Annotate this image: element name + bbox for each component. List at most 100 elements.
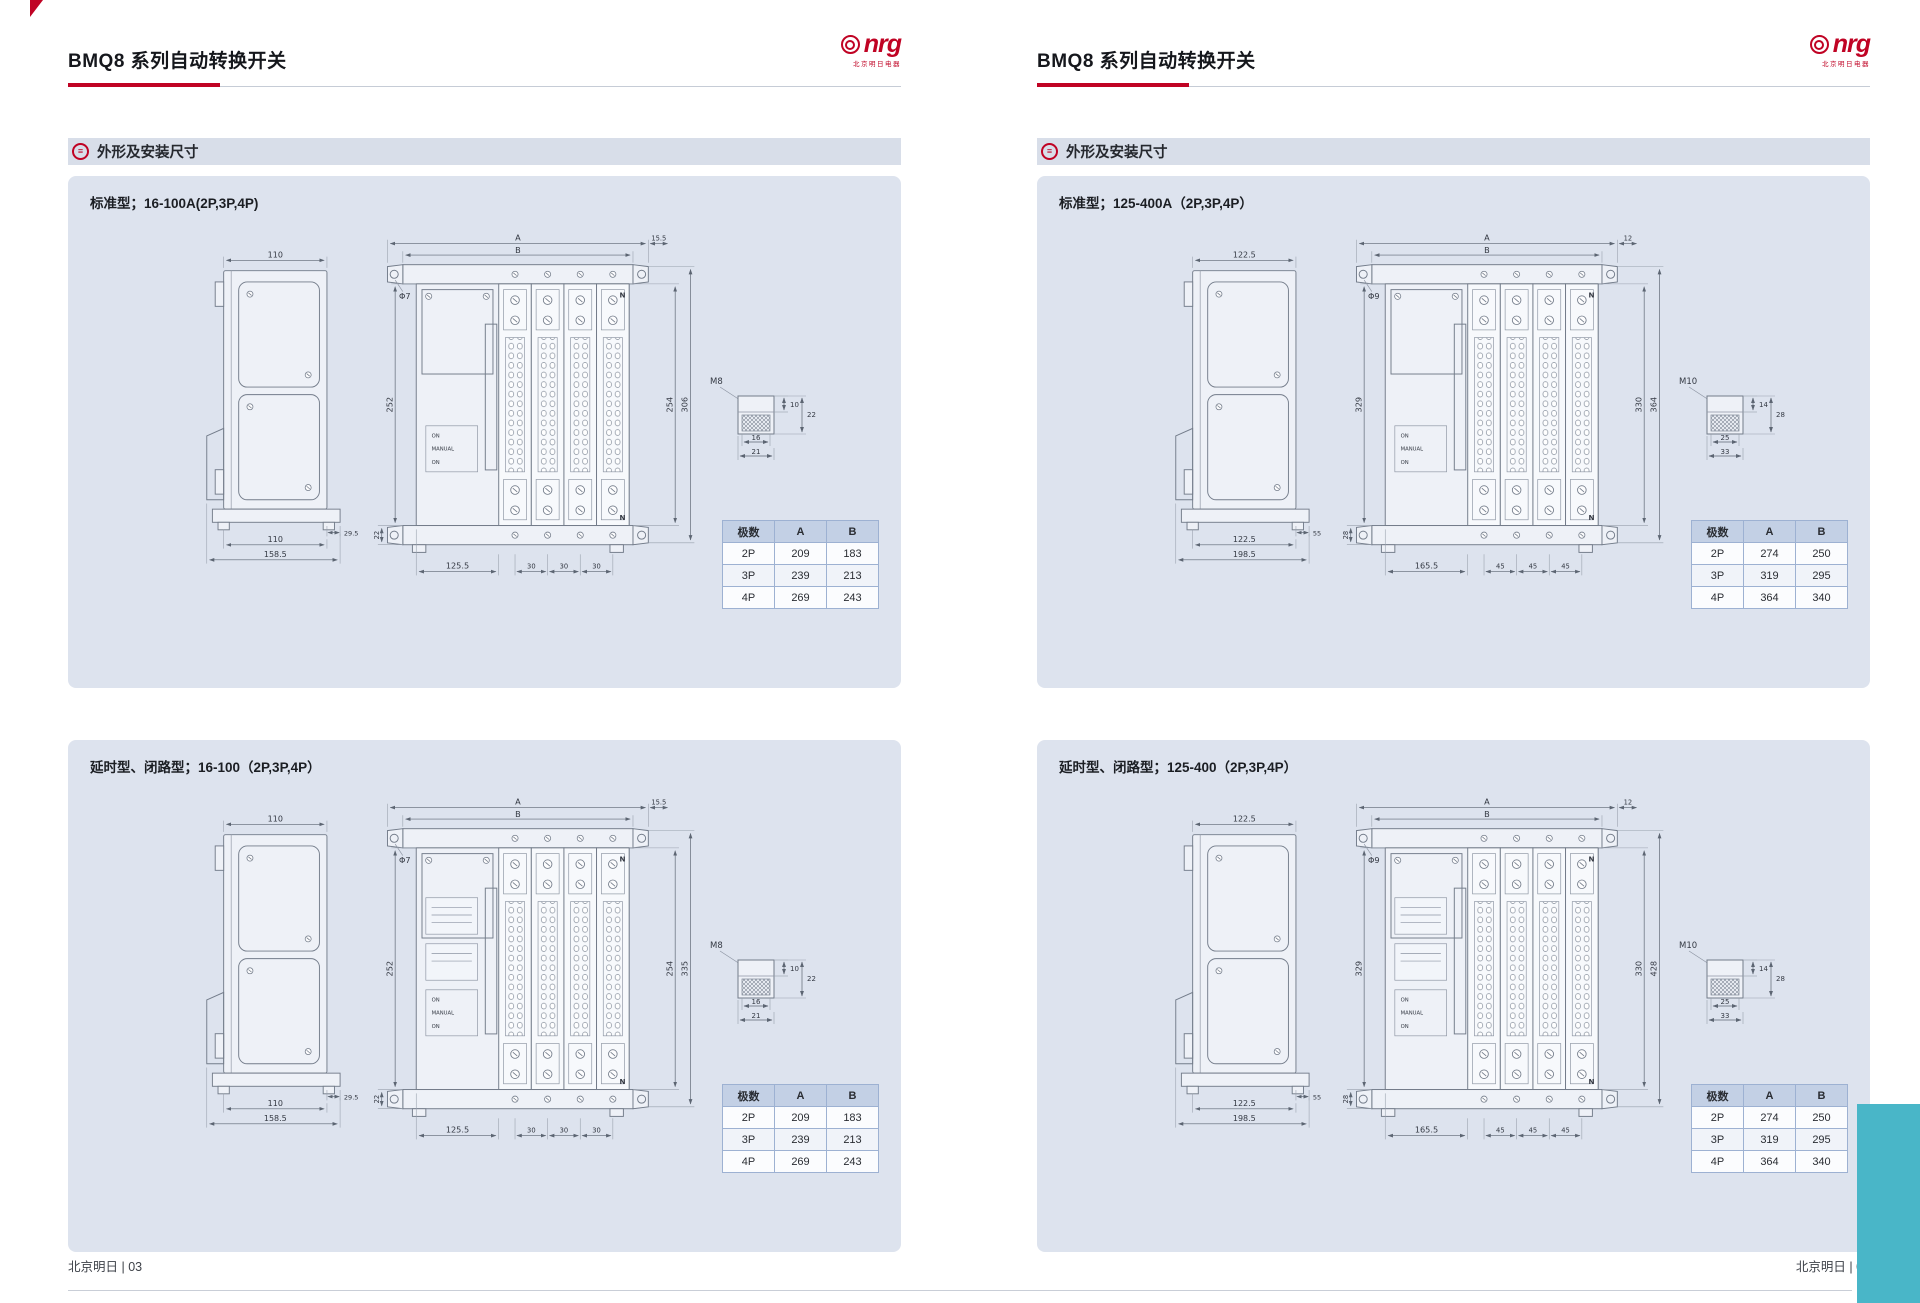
table-cell: 269 <box>774 1150 827 1173</box>
dimension-table: 极数 A B 2P 209 183 3P 239 213 4P 269 243 <box>722 1084 879 1173</box>
dim-label: 122.5 <box>1233 1099 1256 1108</box>
dim-label: 30 <box>592 1127 601 1135</box>
dim-label: 22 <box>807 411 816 419</box>
dim-label: 330 <box>1633 397 1643 413</box>
on-label: ON <box>1401 1024 1409 1030</box>
logo-mark-icon <box>1809 35 1829 54</box>
manual-label: MANUAL <box>432 1011 455 1017</box>
table-cell: 269 <box>774 586 827 609</box>
dim-label: 252 <box>384 961 394 977</box>
table-header-a: A <box>774 520 827 543</box>
neutral-label: N <box>1589 513 1595 522</box>
table-cell: 340 <box>1795 586 1848 609</box>
dim-label: 30 <box>560 1127 569 1135</box>
table-cell: 209 <box>774 1106 827 1129</box>
dim-label: 125.5 <box>446 1125 469 1135</box>
section-header: ≡ 外形及安装尺寸 <box>68 138 901 165</box>
neutral-label: N <box>1589 854 1595 863</box>
edge-color-bar <box>1857 1104 1920 1303</box>
panel-title: 延时型、闭路型；16-100（2P,3P,4P） <box>90 760 321 775</box>
on-label: ON <box>432 1024 440 1030</box>
table-cell: 3P <box>722 1128 775 1151</box>
dim-label: 125.5 <box>446 561 469 571</box>
panel-title: 延时型、闭路型；125-400（2P,3P,4P） <box>1059 760 1298 775</box>
on-label: ON <box>1401 460 1409 466</box>
dim-label: 306 <box>680 397 690 413</box>
dim-label: 364 <box>1649 397 1659 413</box>
dim-label: 28 <box>1776 975 1785 983</box>
dim-label: 165.5 <box>1415 561 1438 571</box>
thread-label: M10 <box>1679 941 1697 951</box>
table-header-b: B <box>826 1084 879 1107</box>
dim-label-b: B <box>515 245 521 255</box>
dim-label: 16 <box>752 998 761 1006</box>
front-view-drawing: A B 12 Φ9 ON MANUAL ON N N <box>1342 797 1664 1140</box>
terminal-detail-drawing: M8 10 22 16 21 <box>710 377 816 460</box>
table-cell: 4P <box>1691 1150 1744 1173</box>
table-cell: 3P <box>722 564 775 587</box>
table-row: 4P 364 340 <box>1691 1150 1848 1173</box>
table-row: 2P 274 250 <box>1691 542 1848 565</box>
table-row: 4P 269 243 <box>722 1150 879 1173</box>
dim-label-a: A <box>1484 797 1490 807</box>
table-cell: 4P <box>722 1150 775 1173</box>
dim-label: 45 <box>1496 1127 1505 1135</box>
header-rule-accent <box>68 83 220 87</box>
dim-label: 329 <box>1353 397 1363 413</box>
dim-label: 45 <box>1561 1127 1570 1135</box>
brand-logo: nrg 北京明日电器 <box>1809 30 1871 68</box>
logo-subtext: 北京明日电器 <box>853 61 901 68</box>
section-title: 外形及安装尺寸 <box>97 145 199 161</box>
terminal-detail-drawing: M10 14 28 25 33 <box>1679 377 1785 460</box>
table-row: 3P 319 295 <box>1691 564 1848 587</box>
table-cell: 295 <box>1795 564 1848 587</box>
hole-label: Φ7 <box>399 855 411 865</box>
table-cell: 209 <box>774 542 827 565</box>
table-row: 2P 274 250 <box>1691 1106 1848 1129</box>
logo-mark-icon <box>840 35 860 54</box>
table-cell: 2P <box>1691 1106 1744 1129</box>
dim-label: 29.5 <box>344 529 359 537</box>
table-cell: 319 <box>1743 1128 1796 1151</box>
dim-label: 254 <box>664 397 674 413</box>
dim-label: 110 <box>268 251 283 260</box>
table-cell: 295 <box>1795 1128 1848 1151</box>
dim-label: 10 <box>790 401 799 409</box>
dim-label: 158.5 <box>264 550 287 559</box>
dim-label: 198.5 <box>1233 550 1256 559</box>
dim-label: 254 <box>664 961 674 977</box>
table-cell: 364 <box>1743 586 1796 609</box>
header-rule <box>68 86 901 87</box>
dim-label: 33 <box>1721 448 1730 456</box>
dim-label: 21 <box>752 448 761 456</box>
dim-label: 55 <box>1313 1093 1321 1101</box>
table-header-poles: 极数 <box>1691 1084 1744 1107</box>
table-cell: 319 <box>1743 564 1796 587</box>
table-header-poles: 极数 <box>722 520 775 543</box>
dim-label: 12 <box>1624 799 1633 807</box>
dim-label: 10 <box>790 965 799 973</box>
dim-label: 428 <box>1649 961 1659 977</box>
logo-text: nrg <box>1832 30 1871 58</box>
dim-label: 14 <box>1759 401 1768 409</box>
table-cell: 183 <box>826 1106 879 1129</box>
dim-label: 110 <box>268 1099 283 1108</box>
dim-label: 28 <box>1776 411 1785 419</box>
dim-label: 30 <box>527 563 536 571</box>
section-title: 外形及安装尺寸 <box>1066 145 1168 161</box>
manual-label: MANUAL <box>432 447 455 453</box>
section-icon: ≡ <box>1041 143 1058 160</box>
table-header-b: B <box>1795 1084 1848 1107</box>
dim-label: 122.5 <box>1233 251 1256 260</box>
panel-left-standard: 标准型；16-100A(2P,3P,4P) 110 29.5 110 158.5… <box>68 176 901 688</box>
dim-label: 22 <box>373 1095 381 1104</box>
dim-label: 14 <box>1759 965 1768 973</box>
section-icon: ≡ <box>72 143 89 160</box>
thread-label: M10 <box>1679 377 1697 387</box>
bottom-rule <box>68 1290 1852 1291</box>
panel-right-standard: 标准型；125-400A（2P,3P,4P） 122.5 55 122.5 19… <box>1037 176 1870 688</box>
on-label: ON <box>1401 997 1409 1003</box>
panel-right-delay: 延时型、闭路型；125-400（2P,3P,4P） 122.5 55 122.5… <box>1037 740 1870 1252</box>
on-label: ON <box>432 460 440 466</box>
thread-label: M8 <box>710 941 723 951</box>
